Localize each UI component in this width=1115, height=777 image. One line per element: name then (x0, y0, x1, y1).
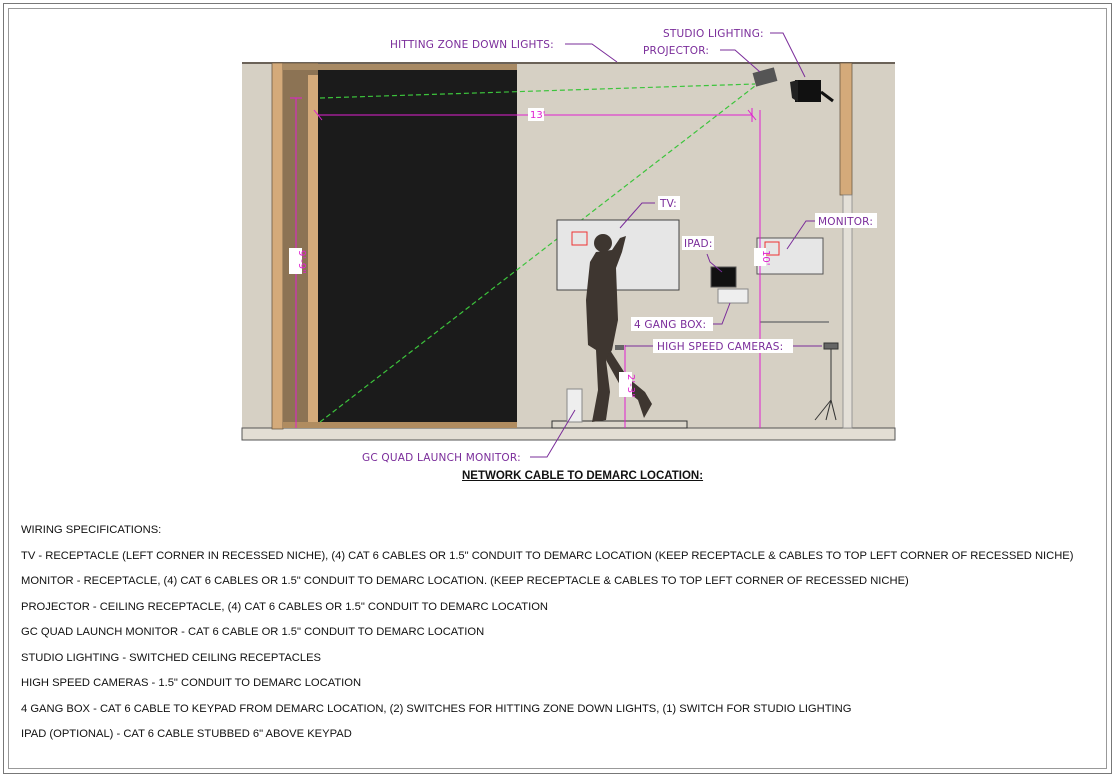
gang-box-label: 4 GANG BOX: (634, 319, 706, 331)
spec-line: PROJECTOR - CEILING RECEPTACLE, (4) CAT … (21, 600, 548, 613)
spec-line: MONITOR - RECEPTACLE, (4) CAT 6 CABLES O… (21, 575, 909, 587)
height-left-dimension: 9'-9" (296, 250, 307, 274)
section-title: NETWORK CABLE TO DEMARC LOCATION: (462, 470, 704, 482)
ipad-label: IPAD: (684, 238, 713, 250)
spec-line: STUDIO LIGHTING - SWITCHED CEILING RECEP… (21, 651, 322, 664)
spec-heading: WIRING SPECIFICATIONS: (21, 524, 162, 536)
camera-tripod-icon (814, 342, 839, 421)
camera-height-dimension: 2'-3" (625, 374, 636, 398)
spec-line: 4 GANG BOX - CAT 6 CABLE TO KEYPAD FROM … (21, 702, 852, 715)
height-right-bg (754, 248, 766, 266)
studio-lighting-label: STUDIO LIGHTING: (663, 28, 764, 40)
floor (241, 427, 896, 441)
frame-trim (308, 75, 318, 425)
width-dimension-bg (528, 108, 544, 121)
spec-line: GC QUAD LAUNCH MONITOR - CAT 6 CABLE OR … (21, 626, 485, 638)
width-dimension: 13' (530, 110, 545, 121)
camera-height-bg (619, 372, 632, 397)
wiring-specifications: WIRING SPECIFICATIONS: TV - RECEPTACLE (… (21, 524, 1101, 754)
sill (283, 422, 517, 428)
sheet-border-outer (3, 3, 1112, 774)
projector-icon (752, 67, 778, 87)
launch-monitor-label: GC QUAD LAUNCH MONITOR: (362, 452, 521, 464)
height-left-bg (289, 248, 302, 274)
tv-label: TV: (659, 198, 677, 210)
projector-label: PROJECTOR: (643, 45, 709, 57)
gang-box-label-bg (631, 317, 713, 331)
height-right-dimension: 10' (760, 250, 771, 265)
tv-receptacle (571, 231, 588, 246)
hitting-zone-lights-label: HITTING ZONE DOWN LIGHTS: (390, 39, 554, 51)
gang-box (717, 288, 749, 304)
projection-lines (319, 83, 756, 423)
impact-screen (318, 70, 517, 425)
camera-left-icon (615, 345, 624, 350)
header-beam (283, 64, 517, 70)
ipad (710, 266, 737, 288)
monitor-label-bg (815, 213, 877, 228)
door-jamb (842, 194, 853, 429)
spec-line: TV - RECEPTACLE (LEFT CORNER IN RECESSED… (21, 549, 1074, 562)
spec-line: IPAD (OPTIONAL) - CAT 6 CABLE STUBBED 6"… (21, 728, 352, 740)
sheet-border-inner (8, 8, 1107, 769)
leader-lines (530, 32, 822, 458)
left-stud (271, 62, 284, 430)
cameras-label-bg (653, 339, 793, 353)
cameras-label: HIGH SPEED CAMERAS: (657, 341, 783, 353)
ipad-label-bg (682, 236, 714, 250)
hitting-mat (551, 420, 688, 429)
studio-light-icon (790, 80, 834, 103)
spec-line: HIGH SPEED CAMERAS - 1.5" CONDUIT TO DEM… (21, 677, 362, 689)
monitor-label: MONITOR: (818, 216, 873, 228)
tv-label-bg (658, 196, 680, 210)
launch-monitor (566, 388, 583, 423)
right-stud (839, 62, 853, 196)
